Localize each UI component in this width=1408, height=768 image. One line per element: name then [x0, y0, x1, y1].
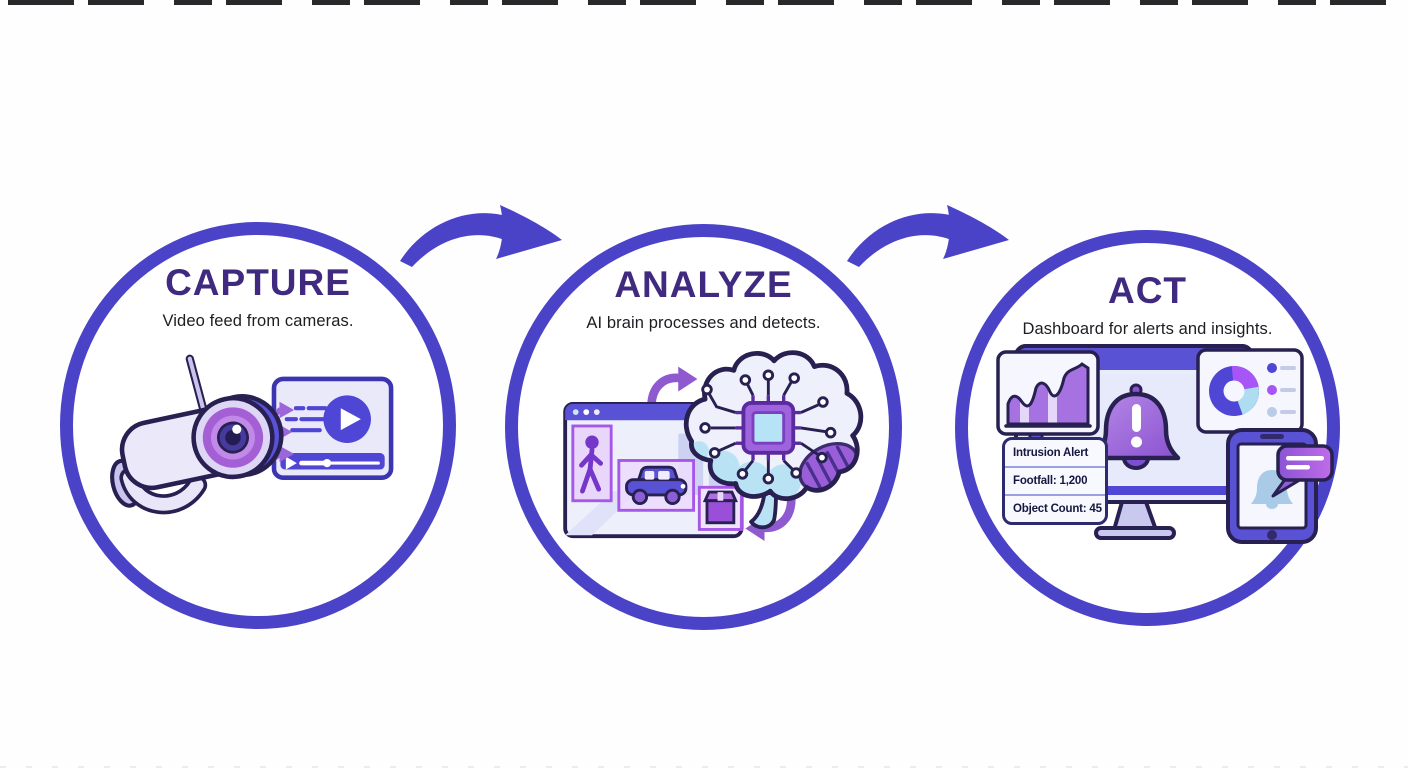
area-chart-icon — [996, 350, 1100, 436]
panel-line-intrusion: Intrusion Alert — [1013, 447, 1089, 459]
donut-chart-icon — [1196, 348, 1304, 434]
step-circle-capture: CAPTURE Video feed from cameras. — [60, 222, 456, 629]
chat-bubble-icon — [1271, 444, 1334, 498]
alert-bell-icon — [1091, 383, 1181, 470]
bottom-crop-artifact — [0, 766, 1408, 768]
cycle-arrow-up-icon — [647, 366, 698, 412]
step-title-analyze: ANALYZE — [614, 264, 793, 305]
chip-icon — [735, 395, 801, 461]
cctv-camera-icon — [110, 354, 284, 515]
video-player-icon — [271, 376, 394, 481]
step-circle-analyze: ANALYZE AI brain processes and detects. — [505, 224, 902, 630]
step-subtitle-capture: Video feed from cameras. — [162, 311, 354, 330]
capture-illustration — [110, 354, 394, 515]
step-title-act: ACT — [1107, 270, 1188, 311]
step-circle-act: ACT Dashboard for alerts and insights. — [955, 230, 1340, 626]
flow-arrow-capture-to-analyze — [400, 205, 562, 267]
step-subtitle-act: Dashboard for alerts and insights. — [1022, 319, 1273, 338]
step-title-capture: CAPTURE — [165, 262, 351, 303]
phone-icon — [1226, 428, 1334, 544]
circuit-nodes — [699, 369, 837, 485]
detection-window-icon — [563, 402, 744, 539]
top-crop-artifact — [0, 0, 1408, 5]
panel-line-object-count: Object Count: 45 — [1005, 494, 1105, 522]
speed-lines — [284, 406, 328, 433]
donut-legend — [1267, 363, 1296, 417]
package-detection-icon — [697, 485, 743, 531]
analyze-illustration — [563, 350, 864, 541]
flow-arrow-analyze-to-act — [847, 205, 1009, 267]
panel-line-footfall: Footfall: 1,200 — [1005, 466, 1105, 494]
circuit-traces — [707, 379, 827, 474]
person-detection-icon — [571, 424, 613, 503]
ai-brain-chip-icon — [683, 350, 864, 530]
dashboard-alert-panel: Intrusion Alert Footfall: 1,200 Object C… — [1002, 437, 1108, 525]
play-button-icon — [323, 395, 371, 443]
step-subtitle-analyze: AI brain processes and detects. — [586, 313, 821, 332]
car-detection-icon — [617, 459, 696, 512]
